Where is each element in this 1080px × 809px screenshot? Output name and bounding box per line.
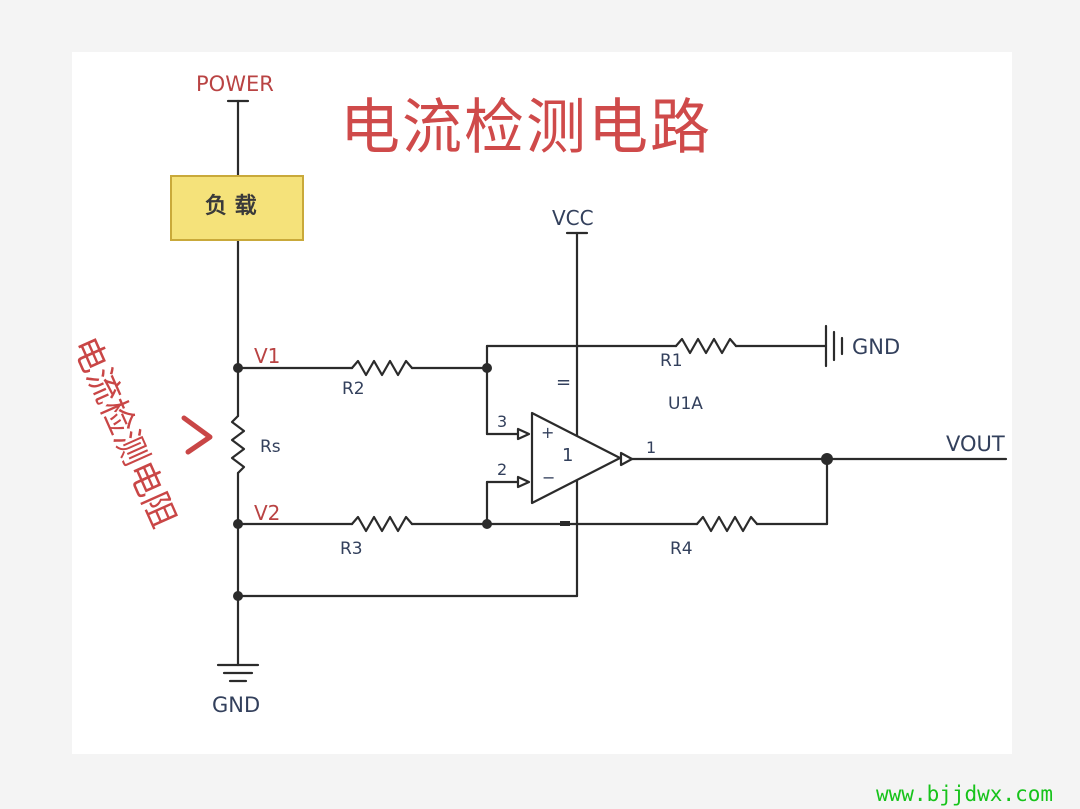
label-v1: V1 xyxy=(254,344,281,368)
label-rs: Rs xyxy=(260,437,281,457)
pin-3-label: 3 xyxy=(497,412,508,431)
label-power: POWER xyxy=(196,72,274,96)
label-gnd-bottom: GND xyxy=(212,693,261,717)
opamp-supply-mark: = xyxy=(556,372,572,393)
label-gnd-right: GND xyxy=(852,335,901,359)
junction-noninv xyxy=(482,363,492,373)
sense-resistor-caption-wrap: 电流检测电阻 xyxy=(64,328,204,558)
label-r2: R2 xyxy=(342,379,365,399)
r3-resistor xyxy=(350,515,414,533)
label-r3: R3 xyxy=(340,539,363,559)
junction-vout xyxy=(821,453,833,465)
opamp-minus-sign: − xyxy=(542,468,556,487)
pin-1-label: 1 xyxy=(646,438,657,457)
load-label: 负 载 xyxy=(205,194,257,219)
label-r4: R4 xyxy=(670,539,693,559)
pin-2-label: 2 xyxy=(497,460,508,479)
r2-resistor xyxy=(350,359,414,377)
diagram-panel xyxy=(72,52,1012,754)
opamp-plus-sign: + xyxy=(541,423,555,442)
opamp-unit-number: 1 xyxy=(562,445,574,466)
r1-resistor xyxy=(674,337,738,355)
label-v2: V2 xyxy=(254,501,281,525)
pin1-arrow xyxy=(619,451,634,467)
watermark-text: www.bjjdwx.com xyxy=(876,782,1054,806)
label-r1: R1 xyxy=(660,351,683,371)
junction-bottom xyxy=(233,591,243,601)
r4-resistor xyxy=(695,515,759,533)
diagram-title: 电流检测电路 xyxy=(340,93,712,163)
label-vout: VOUT xyxy=(946,432,1005,456)
rs-resistor xyxy=(230,414,246,475)
label-vcc: VCC xyxy=(552,206,594,230)
label-u1a: U1A xyxy=(668,394,703,414)
junction-v2 xyxy=(233,519,243,529)
pin-marker-bottom xyxy=(560,521,570,526)
load-box xyxy=(170,175,304,241)
pin2-arrow xyxy=(516,475,531,489)
junction-v1 xyxy=(233,363,243,373)
opamp-body xyxy=(530,411,622,505)
junction-inv xyxy=(482,519,492,529)
pointer-arrow-icon xyxy=(181,415,213,455)
pin3-arrow xyxy=(516,427,531,441)
